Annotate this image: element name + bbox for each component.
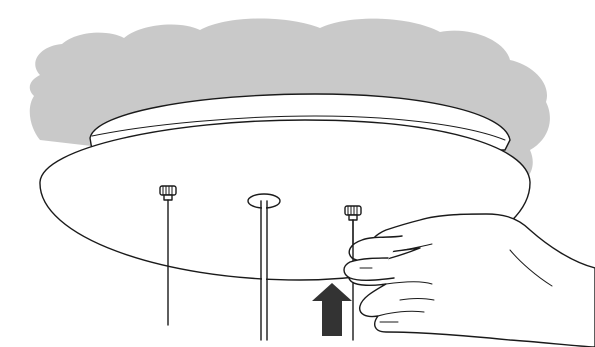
cable-grip-right xyxy=(344,205,362,221)
cable-grip-left xyxy=(159,185,177,201)
power-cord xyxy=(260,200,268,341)
up-arrow-icon xyxy=(312,283,352,336)
hand xyxy=(343,213,595,347)
canopy-lip-line xyxy=(91,115,506,141)
